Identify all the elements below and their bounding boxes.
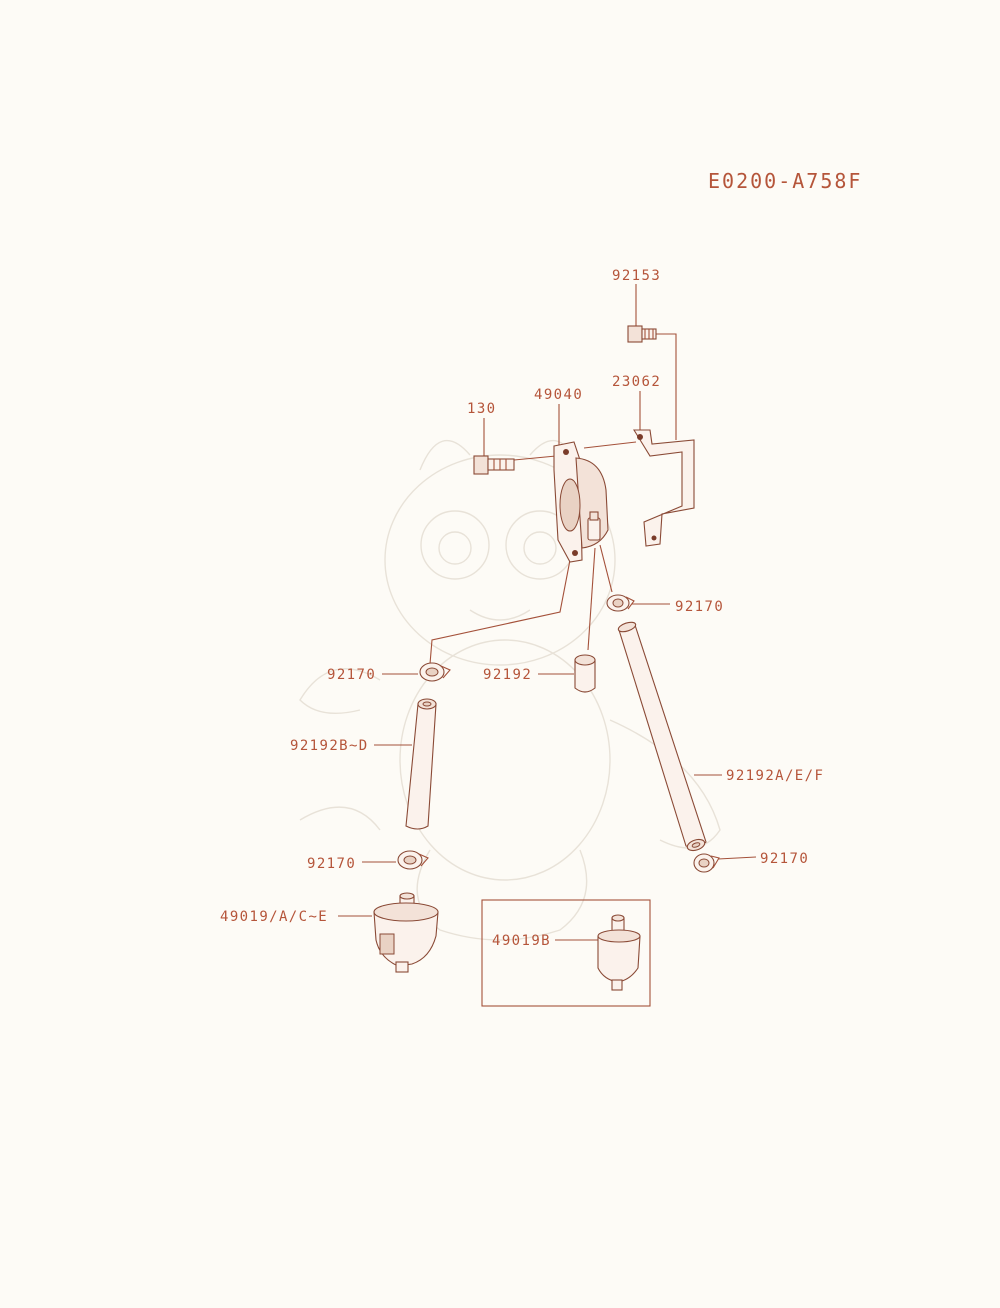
clamp-92170-left-top[interactable] xyxy=(419,662,451,682)
callout-49019ACE: 49019/A/C~E xyxy=(220,909,328,925)
hose-92192AEF[interactable] xyxy=(617,620,707,852)
callout-49040: 49040 xyxy=(534,387,583,403)
callout-49019B: 49019B xyxy=(492,933,551,949)
callout-92170-left-bottom: 92170 xyxy=(307,856,356,872)
diagram-code: E0200-A758F xyxy=(708,169,862,193)
callout-92170-right-bottom: 92170 xyxy=(760,851,809,867)
watermark-mascot xyxy=(299,439,721,941)
bolt-130[interactable] xyxy=(473,455,515,475)
fuel-filter-49019B[interactable] xyxy=(597,914,641,991)
fuel-pump-49040[interactable] xyxy=(553,441,609,563)
callout-23062: 23062 xyxy=(612,374,661,390)
leader-lines xyxy=(338,284,757,941)
clamp-92170-right-top[interactable] xyxy=(606,594,635,612)
inset-box-49019B xyxy=(481,899,651,1007)
clamp-92170-left-bottom[interactable] xyxy=(397,850,429,870)
callout-130: 130 xyxy=(467,401,497,417)
bracket-23062[interactable] xyxy=(633,429,695,547)
fuel-filter-49019ACE[interactable] xyxy=(373,892,439,973)
bolt-92153[interactable] xyxy=(627,325,657,343)
hose-92192BD[interactable] xyxy=(405,698,437,830)
callout-92192BD: 92192B~D xyxy=(290,738,369,754)
callout-92170-right-top: 92170 xyxy=(675,599,724,615)
callout-92192: 92192 xyxy=(483,667,532,683)
callout-92170-left-top: 92170 xyxy=(327,667,376,683)
callout-92192AEF: 92192A/E/F xyxy=(726,768,824,784)
clamp-92170-right-bottom[interactable] xyxy=(693,853,720,873)
hose-92192[interactable] xyxy=(574,654,596,693)
callout-92153: 92153 xyxy=(612,268,661,284)
